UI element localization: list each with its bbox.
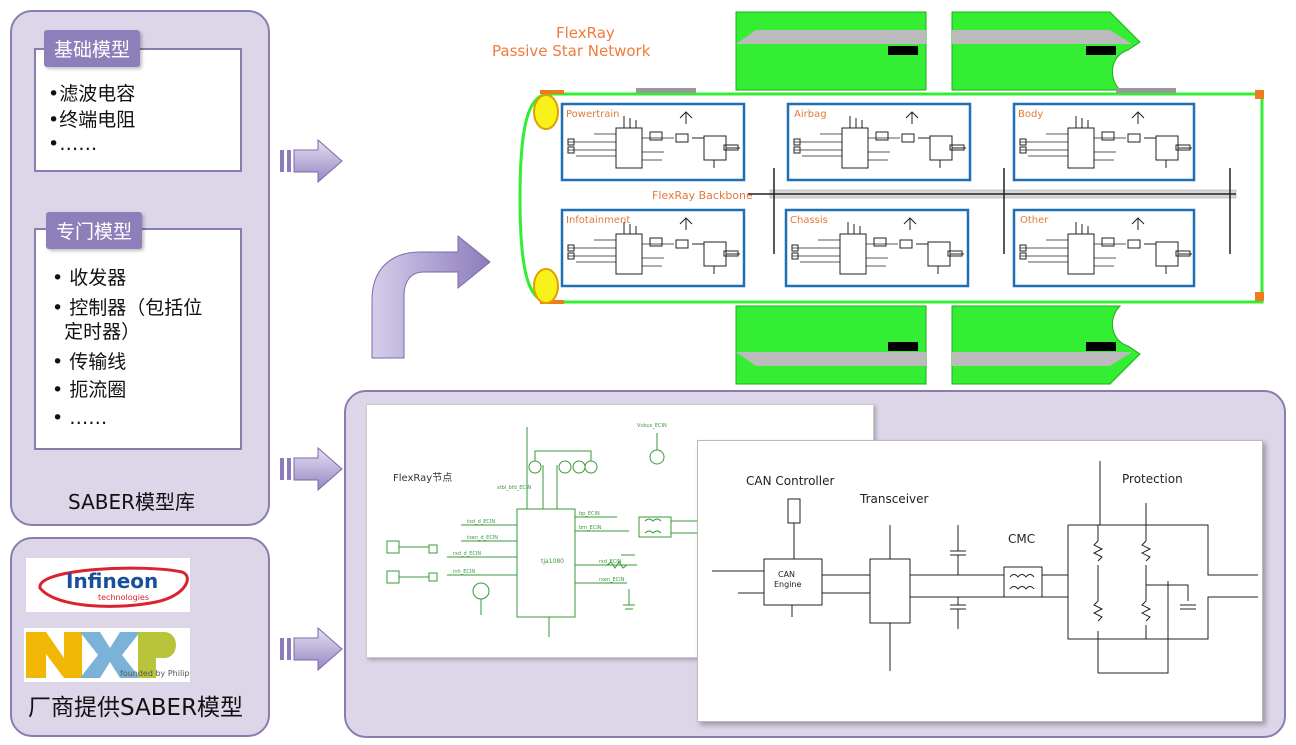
- wheel-top-left: [735, 11, 927, 91]
- car-network-graphic: FlexRay Backbone Powertrain Airbag Body …: [518, 11, 1264, 385]
- svg-text:txd_d_ECIN: txd_d_ECIN: [467, 519, 495, 525]
- special-model-item: • 控制器（包括位: [52, 297, 203, 319]
- special-model-item: • 收发器: [52, 267, 127, 289]
- svg-text:bm_ECIN: bm_ECIN: [579, 525, 602, 531]
- ecu-label: Chassis: [790, 215, 828, 226]
- can-engine-line2: Engine: [774, 580, 801, 589]
- svg-text:rxd_ECIN: rxd_ECIN: [599, 559, 622, 565]
- chip-label: tja1080: [541, 558, 564, 565]
- can-engine-block: [763, 558, 823, 606]
- svg-text:rxen_ECIN: rxen_ECIN: [599, 577, 625, 583]
- can-controller-label: CAN Controller: [746, 474, 834, 488]
- infineon-sub: technologies: [98, 593, 149, 602]
- flexray-node-title: FlexRay节点: [393, 472, 452, 484]
- special-model-item: • ……: [52, 407, 108, 429]
- special-models-title: 专门模型: [46, 212, 143, 249]
- svg-text:rxd_d_ECIN: rxd_d_ECIN: [453, 551, 481, 557]
- basic-model-item: •……: [48, 133, 98, 155]
- nxp-sub: founded by Philips: [120, 669, 190, 678]
- right-arrow-icon: [280, 446, 343, 492]
- nxp-logo-graphic: founded by Philips: [26, 632, 194, 678]
- special-model-item: • 扼流圈: [52, 379, 127, 401]
- basic-model-item: •终端电阻: [48, 109, 136, 131]
- ecu-label: Other: [1020, 215, 1049, 226]
- can-engine-line1: CAN: [778, 570, 795, 579]
- network-title-line2: Passive Star Network: [492, 42, 651, 60]
- right-arrow-icon: [280, 626, 343, 672]
- wheel-top-right: [951, 11, 1141, 91]
- can-node-schematic: CAN Controller Transceiver CMC Protectio…: [697, 440, 1263, 722]
- network-title-line1: FlexRay: [556, 24, 615, 42]
- ecu-label: Infotainment: [566, 215, 630, 226]
- svg-text:bp_ECIN: bp_ECIN: [579, 511, 600, 517]
- svg-text:txen_d_ECIN: txen_d_ECIN: [467, 535, 498, 541]
- wheel-bottom-right: [951, 305, 1141, 385]
- ecu-other: Other: [1012, 208, 1196, 288]
- transceiver-label: Transceiver: [859, 492, 929, 506]
- svg-text:Vvbus_ECIN: Vvbus_ECIN: [637, 423, 667, 429]
- basic-models-title: 基础模型: [44, 30, 141, 67]
- ecu-label: Powertrain: [566, 109, 620, 120]
- flexray-node-graphic: FlexRay节点 tja1080 stbi_bfd_ECIN txd_d_ECI…: [386, 423, 697, 637]
- infineon-logo-graphic: Infineon technologies: [38, 566, 189, 608]
- svg-text:inh_ECIN: inh_ECIN: [453, 569, 475, 575]
- headlight-icon: [533, 268, 559, 304]
- basic-models-card: [34, 48, 242, 172]
- ecu-label: Airbag: [794, 109, 827, 120]
- protection-label: Protection: [1122, 472, 1183, 486]
- can-node-graphic: CAN Controller Transceiver CMC Protectio…: [712, 461, 1258, 674]
- saber-library-caption: SABER模型库: [68, 490, 196, 514]
- wheel-bottom-left: [735, 305, 927, 385]
- special-model-item: 定时器）: [52, 321, 141, 343]
- backbone-label: FlexRay Backbone: [652, 189, 753, 202]
- special-model-item: • 传输线: [52, 351, 127, 373]
- basic-model-item: •滤波电容: [48, 83, 136, 105]
- infineon-logo: Infineon technologies: [26, 558, 190, 612]
- right-arrow-icon: [280, 138, 343, 184]
- nxp-logo: founded by Philips: [24, 628, 194, 682]
- headlight-icon: [533, 94, 559, 130]
- ecu-label: Body: [1018, 109, 1043, 120]
- infineon-name: Infineon: [66, 569, 158, 593]
- cmc-label: CMC: [1008, 532, 1035, 546]
- svg-text:stbi_bfd_ECIN: stbi_bfd_ECIN: [497, 485, 531, 491]
- curved-arrow-icon: [371, 234, 491, 359]
- vendor-caption: 厂商提供SABER模型: [28, 695, 244, 721]
- flexray-network-diagram: FlexRay Backbone Powertrain Airbag Body …: [480, 8, 1280, 390]
